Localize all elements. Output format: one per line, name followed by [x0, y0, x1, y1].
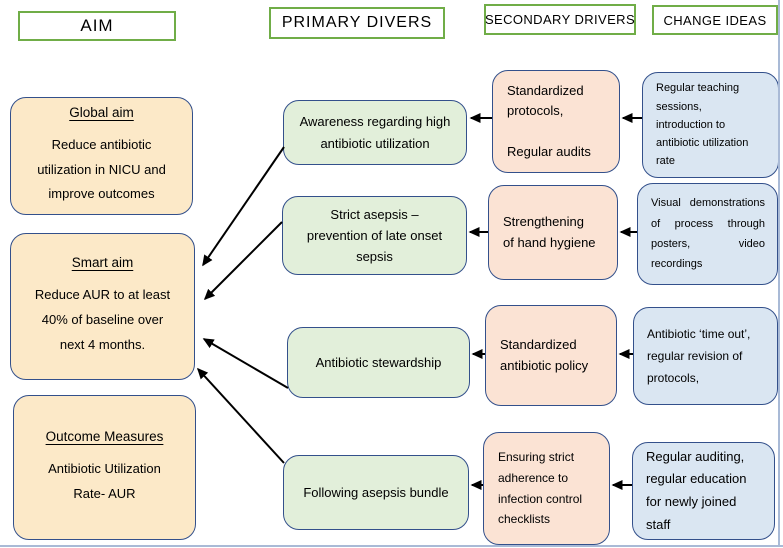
global-aim-title: Global aim [69, 104, 134, 120]
secondary-driver-checklists-box: Ensuring strict adherence to infection c… [483, 432, 610, 545]
page-frame-bottom-line [0, 545, 783, 547]
secondary-driver-antibiotic-policy-box: Standardized antibiotic policy [485, 305, 617, 406]
change-idea-teaching-box: Regular teaching sessions, introduction … [642, 72, 779, 178]
secondary-driver-antibiotic-policy-label: Standardized antibiotic policy [500, 337, 589, 373]
column-header-secondary-drivers-label: SECONDARY DRIVERS [484, 12, 636, 27]
arrow-pd3-to-smart-aim [202, 338, 289, 389]
arrow-pd1-to-smart-aim [202, 146, 285, 267]
arrow-pd4-to-smart-aim [196, 367, 285, 464]
outcome-measures-title: Outcome Measures [45, 428, 164, 444]
column-header-primary-drivers-label: PRIMARY DIVERS [281, 14, 433, 31]
secondary-driver-checklists-label: Ensuring strict adherence to infection c… [498, 450, 583, 527]
change-idea-visual-demos-box: Visual demonstrations of process through… [637, 183, 778, 285]
smart-aim-title: Smart aim [71, 255, 134, 271]
primary-driver-awareness-box: Awareness regarding high antibiotic util… [283, 100, 467, 165]
primary-driver-bundle-box: Following asepsis bundle [283, 455, 469, 530]
global-aim-box: Global aim Reduce antibiotic utilization… [10, 97, 193, 215]
arrow-pd2-to-smart-aim [203, 221, 283, 301]
column-header-change-ideas-label: CHANGE IDEAS [663, 12, 767, 28]
primary-driver-awareness-label: Awareness regarding high antibiotic util… [299, 114, 451, 151]
change-idea-visual-demos-label: Visual demonstrations of process through… [651, 197, 765, 271]
secondary-driver-protocols-box: Standardized protocols, Regular audits [492, 70, 620, 173]
column-header-secondary-drivers: SECONDARY DRIVERS [484, 4, 636, 35]
secondary-driver-hand-hygiene-label: Strengthening of hand hygiene [503, 214, 596, 250]
smart-aim-box: Smart aim Reduce AUR to at least 40% of … [10, 233, 195, 380]
change-idea-time-out-box: Antibiotic ‘time out’, regular revision … [633, 307, 778, 405]
column-header-aim: AIM [18, 11, 176, 41]
change-idea-time-out-label: Antibiotic ‘time out’, regular revision … [647, 326, 751, 386]
secondary-driver-protocols-label: Standardized protocols, Regular audits [507, 83, 591, 159]
primary-driver-stewardship-box: Antibiotic stewardship [287, 327, 470, 398]
secondary-driver-hand-hygiene-box: Strengthening of hand hygiene [488, 185, 618, 280]
outcome-measures-box: Outcome Measures Antibiotic Utilization … [13, 395, 196, 540]
primary-driver-stewardship-label: Antibiotic stewardship [315, 354, 442, 370]
page-frame-right-line [778, 0, 780, 546]
column-header-change-ideas: CHANGE IDEAS [652, 5, 778, 35]
primary-driver-bundle-label: Following asepsis bundle [303, 484, 449, 500]
outcome-measures-body: Antibiotic Utilization Rate- AUR [48, 460, 161, 501]
primary-driver-asepsis-label: Strict asepsis – prevention of late onse… [306, 206, 443, 265]
change-idea-auditing-label: Regular auditing, regular education for … [646, 448, 747, 532]
primary-driver-asepsis-box: Strict asepsis – prevention of late onse… [282, 196, 467, 275]
smart-aim-body: Reduce AUR to at least 40% of baseline o… [34, 287, 171, 352]
change-idea-auditing-box: Regular auditing, regular education for … [632, 442, 775, 540]
global-aim-body: Reduce antibiotic utilization in NICU an… [37, 136, 166, 202]
column-header-aim-label: AIM [80, 16, 114, 35]
change-idea-teaching-label: Regular teaching sessions, introduction … [656, 82, 749, 168]
column-header-primary-drivers: PRIMARY DIVERS [269, 7, 445, 39]
